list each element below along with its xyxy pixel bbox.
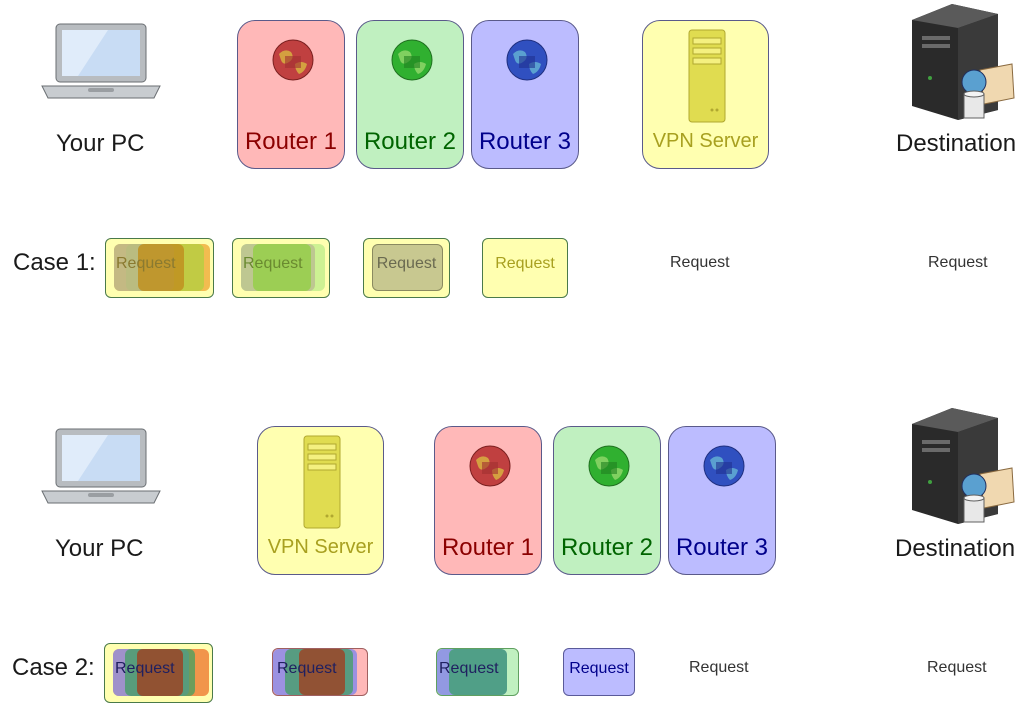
- request-packet-layered: Request: [232, 238, 330, 298]
- router-1-label: Router 1: [244, 128, 338, 155]
- request-packet-layered: Request: [482, 238, 568, 298]
- request-packet-layered: Request: [104, 643, 213, 703]
- request-label: Request: [495, 255, 555, 272]
- request-packet-layered: Request: [105, 238, 214, 298]
- request-packet-layered: Request: [563, 648, 635, 696]
- request-label: Request: [439, 660, 499, 677]
- your-pc-label: Your PC: [56, 130, 145, 157]
- router-2-label: Router 2: [363, 128, 457, 155]
- web-server-icon: [912, 4, 1015, 120]
- request-label: Request: [689, 659, 749, 676]
- vpn-server-box: VPN Server: [642, 20, 769, 169]
- router-2-box: Router 2: [553, 426, 661, 575]
- router-1-box: Router 1: [434, 426, 542, 575]
- router-1-box: Router 1: [237, 20, 345, 169]
- request-label: Request: [115, 660, 175, 677]
- request-label: Request: [243, 255, 303, 272]
- router-2-label: Router 2: [560, 534, 654, 561]
- router-3-label: Router 3: [675, 534, 769, 561]
- server-tower-icon: [688, 29, 726, 123]
- globe-router-icon: [391, 39, 433, 81]
- request-packet-layered: Request: [363, 238, 450, 298]
- router-1-label: Router 1: [441, 534, 535, 561]
- laptop-icon: [41, 23, 161, 99]
- request-label: Request: [670, 254, 730, 271]
- globe-router-icon: [588, 445, 630, 487]
- globe-router-icon: [703, 445, 745, 487]
- globe-router-icon: [506, 39, 548, 81]
- request-packet-layered: Request: [436, 648, 519, 696]
- vpn-server-label: VPN Server: [267, 536, 374, 558]
- destination-label: Destination: [896, 130, 1017, 157]
- router-3-box: Router 3: [668, 426, 776, 575]
- request-label: Request: [928, 254, 988, 271]
- router-3-box: Router 3: [471, 20, 579, 169]
- vpn-server-label: VPN Server: [652, 130, 759, 152]
- request-label: Request: [569, 660, 629, 677]
- router-3-label: Router 3: [478, 128, 572, 155]
- router-2-box: Router 2: [356, 20, 464, 169]
- server-tower-icon: [303, 435, 341, 529]
- case-1-label: Case 1:: [13, 249, 96, 276]
- request-label: Request: [376, 255, 437, 272]
- globe-router-icon: [469, 445, 511, 487]
- your-pc-label: Your PC: [55, 535, 144, 562]
- request-packet-layered: Request: [272, 648, 368, 696]
- laptop-icon: [41, 428, 161, 504]
- case-2-label: Case 2:: [12, 654, 95, 681]
- web-server-icon: [912, 408, 1015, 524]
- destination-label: Destination: [895, 535, 1016, 562]
- request-label: Request: [927, 659, 987, 676]
- vpn-server-box: VPN Server: [257, 426, 384, 575]
- request-label: Request: [277, 660, 337, 677]
- request-label: Request: [116, 255, 176, 272]
- globe-router-icon: [272, 39, 314, 81]
